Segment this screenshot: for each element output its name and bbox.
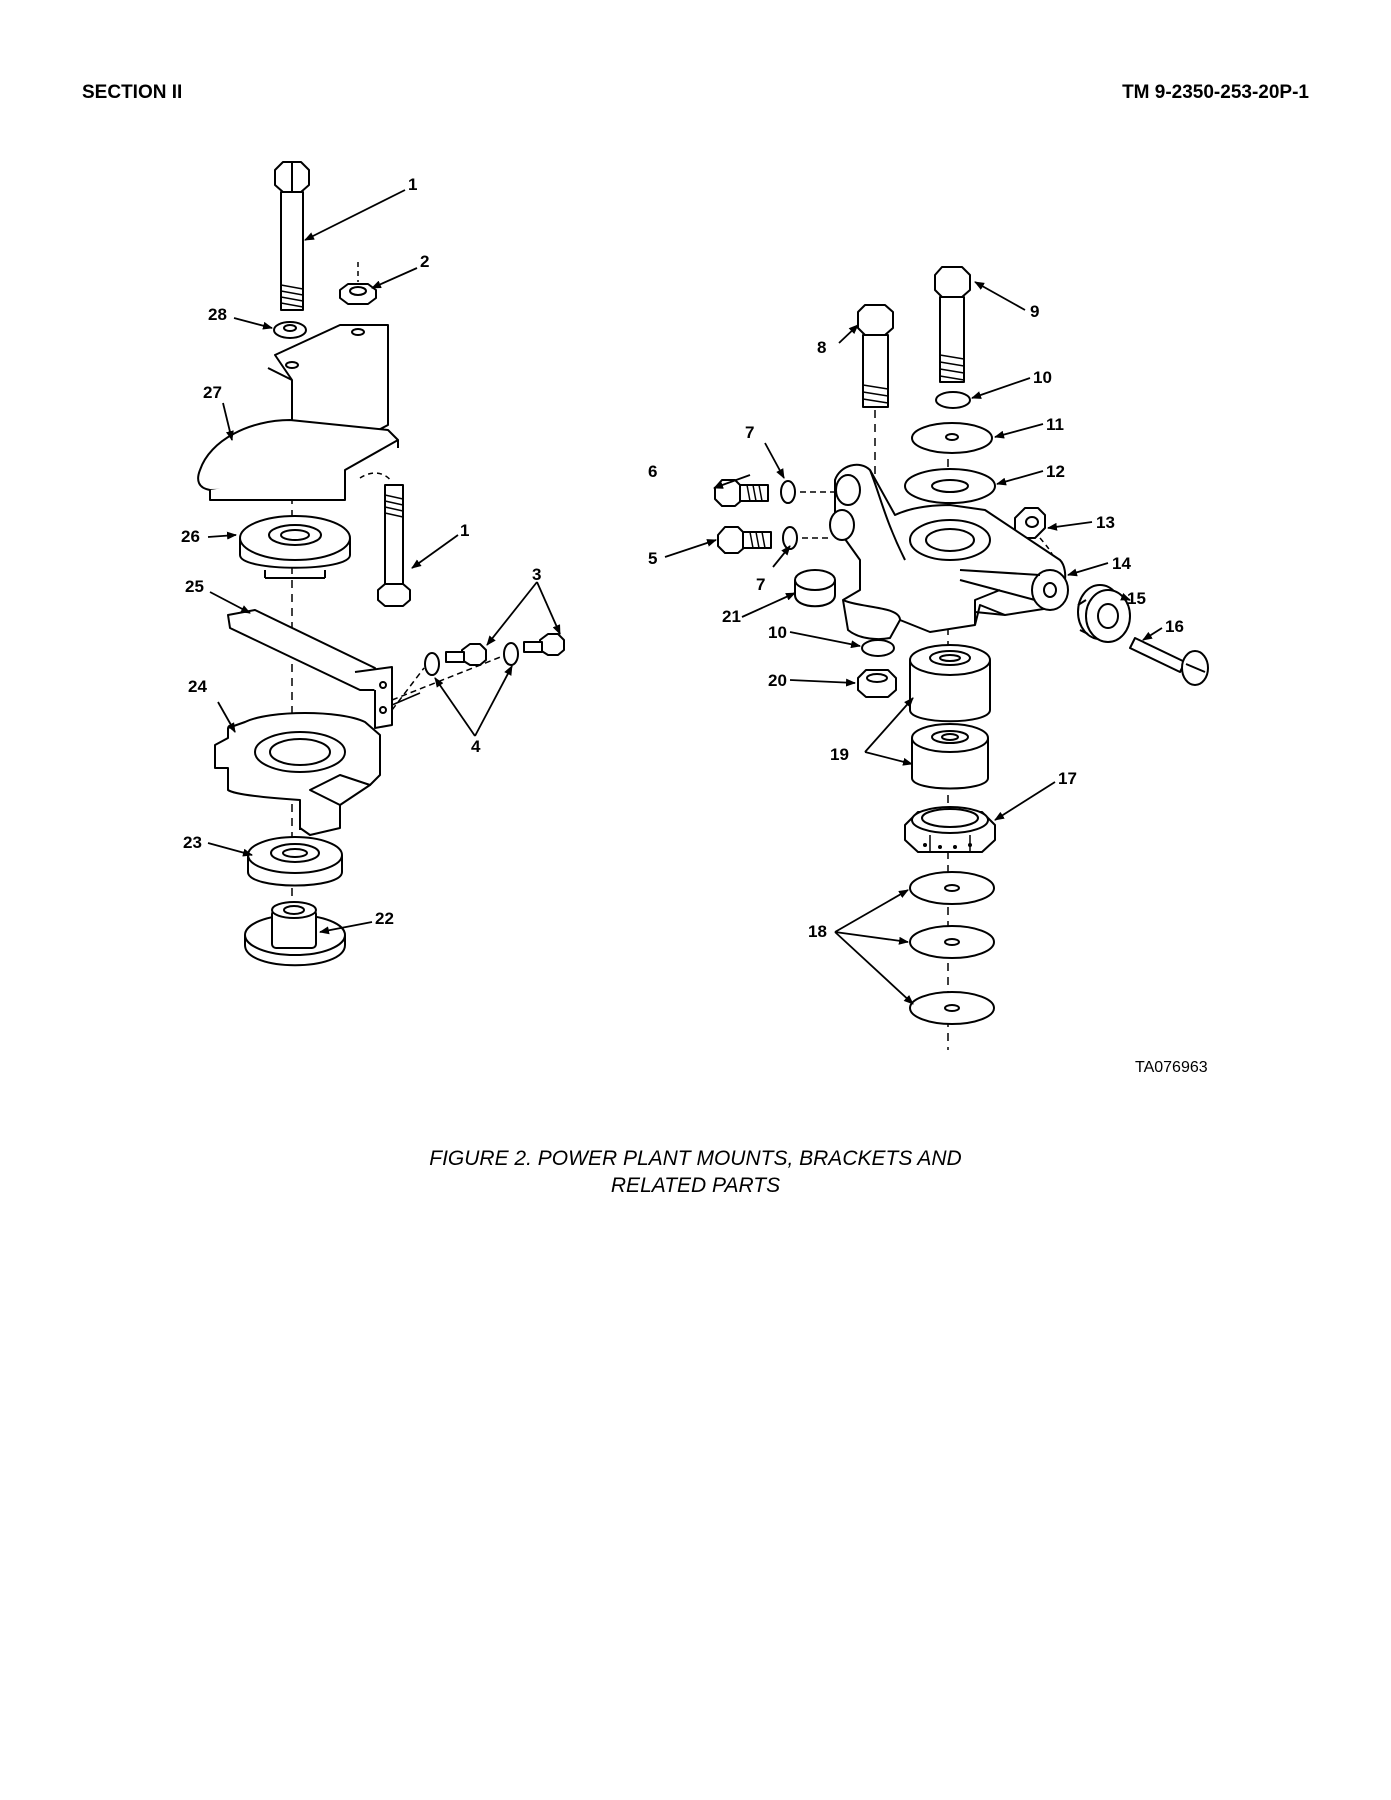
- callout-21: 21: [722, 607, 741, 626]
- callout-2: 2: [420, 252, 429, 271]
- callout-19: 19: [830, 745, 849, 764]
- callout-12: 12: [1046, 462, 1065, 481]
- callout-15: 15: [1127, 589, 1146, 608]
- callout-18: 18: [808, 922, 827, 941]
- callout-25: 25: [185, 577, 204, 596]
- callout-13: 13: [1096, 513, 1115, 532]
- bushing-19-lower: [911, 723, 989, 790]
- bolt-1-top: [274, 161, 310, 311]
- screw-16: [1129, 637, 1209, 686]
- callout-7-upper: 7: [745, 423, 754, 442]
- bolt-9: [934, 266, 971, 383]
- callout-7-lower: 7: [756, 575, 765, 594]
- callout-10-lower: 10: [768, 623, 787, 642]
- bracket-14: [829, 463, 1069, 640]
- bushing-19-upper: [909, 644, 991, 723]
- callout-4: 4: [471, 737, 481, 756]
- callout-3: 3: [532, 565, 541, 584]
- callout-10-upper: 10: [1033, 368, 1052, 387]
- bolt-1-lower: [359, 472, 411, 607]
- nut-20: [857, 669, 897, 698]
- callout-5: 5: [648, 549, 657, 568]
- spacer-21: [794, 569, 836, 608]
- mount-26: [239, 515, 351, 579]
- callout-20: 20: [768, 671, 787, 690]
- caption-line-1: FIGURE 2. POWER PLANT MOUNTS, BRACKETS A…: [429, 1147, 962, 1170]
- nut-2: [339, 262, 377, 305]
- callout-24: 24: [188, 677, 207, 696]
- image-code: TA076963: [1135, 1059, 1208, 1076]
- caption-line-2: RELATED PARTS: [610, 1174, 781, 1197]
- nut-17: [904, 806, 996, 853]
- screw-6: [714, 479, 835, 507]
- callout-26: 26: [181, 527, 200, 546]
- bolt-8: [857, 304, 894, 575]
- callout-17: 17: [1058, 769, 1077, 788]
- washer-10-top: [935, 391, 971, 409]
- callout-22: 22: [375, 909, 394, 928]
- exploded-parts-illustration: 1 2 28 27 26 1 3 4 25 24 23 22 7 6 5 7 8…: [181, 161, 1209, 1076]
- screw-5: [717, 526, 830, 554]
- callout-1: 1: [408, 175, 417, 194]
- figure-caption: FIGURE 2. POWER PLANT MOUNTS, BRACKETS A…: [0, 1145, 1391, 1199]
- grommet-15: [1077, 584, 1131, 643]
- callout-14: 14: [1112, 554, 1131, 573]
- strip-25: [227, 609, 421, 729]
- base-22: [244, 901, 346, 967]
- callout-6: 6: [648, 462, 657, 481]
- bracket-24: [214, 712, 381, 836]
- callout-28: 28: [208, 305, 227, 324]
- callout-11: 11: [1046, 415, 1064, 434]
- callout-16: 16: [1165, 617, 1184, 636]
- callout-9: 9: [1030, 302, 1039, 321]
- spacer-23: [247, 836, 343, 887]
- callout-23: 23: [183, 833, 202, 852]
- washer-10-bottom: [861, 639, 895, 657]
- callout-1-lower: 1: [460, 521, 469, 540]
- bracket-27: [197, 324, 399, 501]
- tm-number: TM 9-2350-253-20P-1: [1122, 82, 1309, 103]
- callout-27: 27: [203, 383, 222, 402]
- section-label: SECTION II: [82, 82, 183, 103]
- screws-3: [391, 633, 565, 711]
- callout-8: 8: [817, 338, 826, 357]
